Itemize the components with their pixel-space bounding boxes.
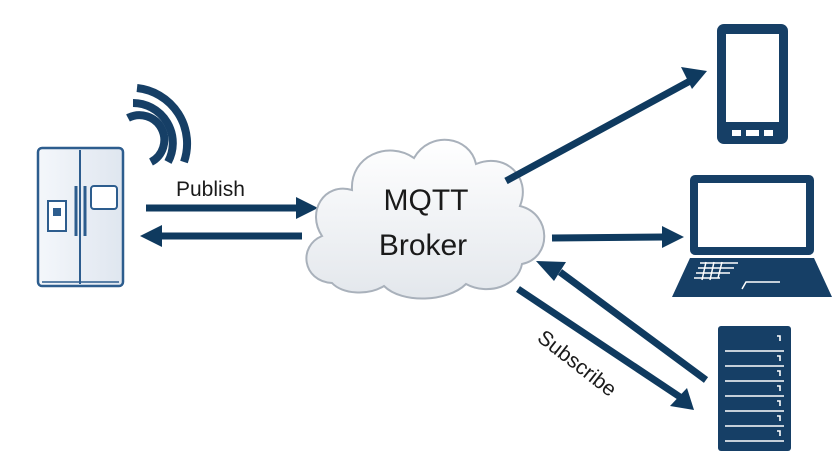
subscribe-label: Subscribe	[533, 326, 621, 402]
broker-line2: Broker	[379, 229, 467, 262]
server-rack-icon	[718, 326, 791, 451]
cloud-icon: MQTT Broker	[305, 138, 546, 300]
publish-arrow	[146, 197, 318, 219]
refrigerator-icon	[36, 146, 125, 288]
return-arrow	[140, 225, 302, 247]
broker-line1: MQTT	[384, 184, 469, 217]
smartphone-icon	[717, 24, 788, 144]
publish-label: Publish	[176, 178, 245, 201]
wifi-signal-icon	[126, 84, 192, 166]
arrow-to-smartphone	[504, 67, 707, 185]
subscribe-arrow	[536, 261, 709, 383]
arrow-to-laptop	[551, 226, 684, 248]
arrow-to-server	[516, 286, 694, 410]
laptop-icon	[672, 175, 832, 297]
